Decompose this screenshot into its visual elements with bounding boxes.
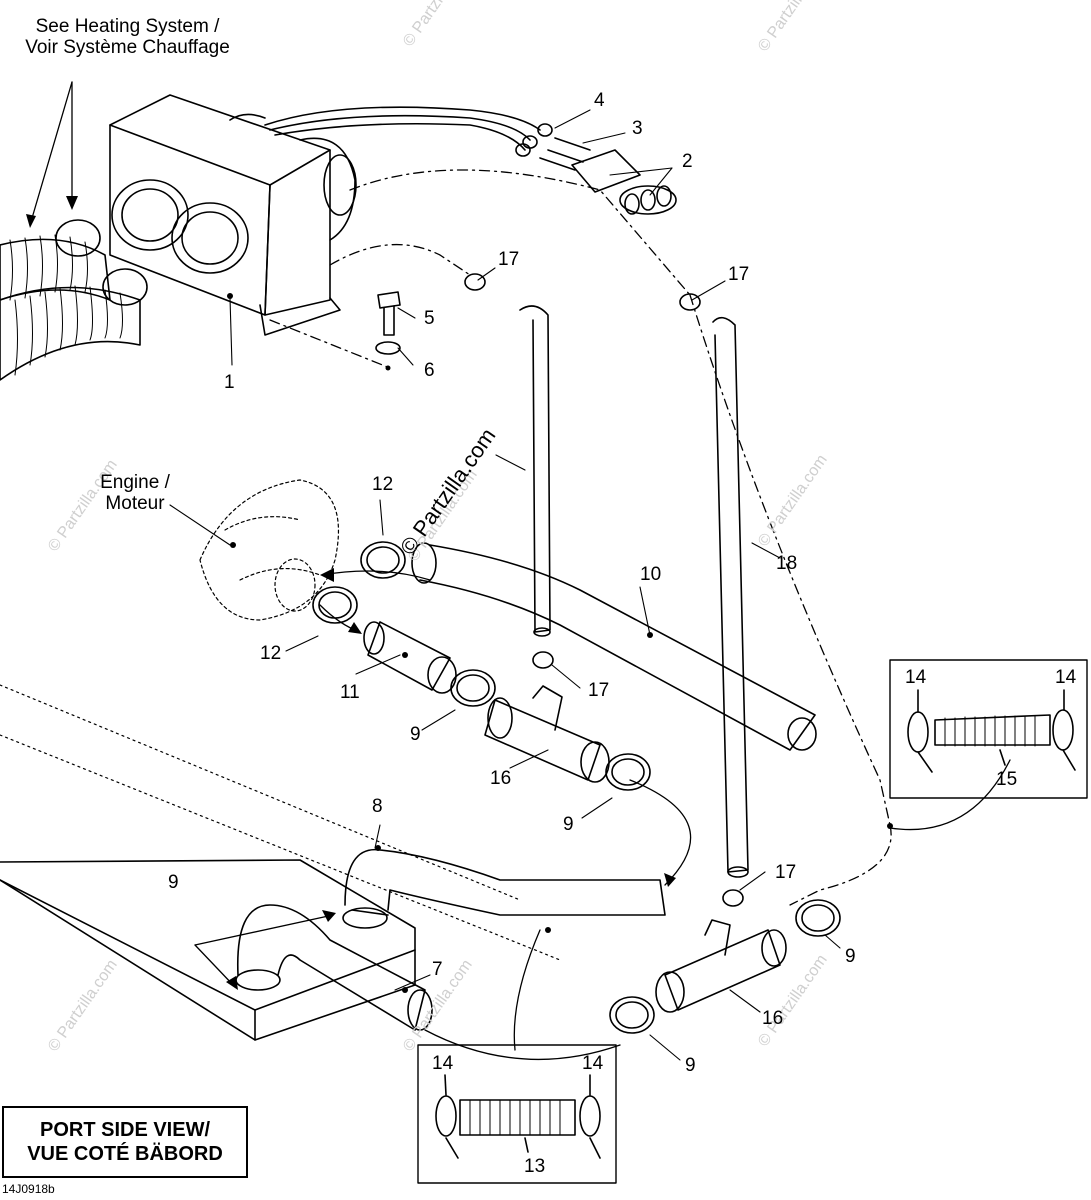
hose-short (519, 305, 551, 637)
inset-box-15 (889, 659, 1088, 799)
engine-outline (199, 479, 339, 621)
callout-12: 12 (260, 643, 282, 664)
callout-9: 9 (410, 724, 421, 745)
heating-ducts (0, 219, 148, 381)
bolt-washer (375, 291, 401, 355)
deck-platform (0, 859, 416, 1041)
callout-17: 17 (728, 264, 750, 285)
callout-17: 17 (498, 249, 520, 270)
hose-7 (236, 904, 433, 1031)
heating-note-line1: See Heating System / (35, 16, 220, 37)
callout-8: 8 (372, 796, 383, 817)
hose-8 (344, 848, 666, 916)
callout-13: 13 (524, 1156, 546, 1177)
callout-16: 16 (490, 768, 512, 789)
engine-note-line1: Engine / (100, 472, 170, 493)
callout-14: 14 (1055, 667, 1077, 688)
hose-clamps (235, 273, 841, 1034)
engine-note-line2: Moteur (105, 493, 165, 514)
view-label-line1: PORT SIDE VIEW/ (39, 1119, 211, 1141)
callout-3: 3 (632, 118, 643, 139)
hose-10 (411, 542, 817, 751)
view-label-box: PORT SIDE VIEW/ VUE COTÉ BÄBORD (2, 1106, 248, 1178)
callout-1: 1 (224, 372, 235, 393)
flow-arrows (29, 81, 692, 1061)
callout-14: 14 (432, 1053, 454, 1074)
callout-6: 6 (424, 360, 435, 381)
callout-15: 15 (996, 769, 1018, 790)
callout-18: 18 (776, 553, 798, 574)
view-label-line2: VUE COTÉ BÄBORD (27, 1143, 223, 1165)
connection-line-15 (889, 759, 1011, 831)
callout-12: 12 (372, 474, 394, 495)
callout-11: 11 (340, 682, 360, 703)
heater-unit (109, 94, 357, 336)
callout-14: 14 (582, 1053, 604, 1074)
diagram-code: 14J0918b (2, 1182, 55, 1196)
inset-box-13 (417, 1044, 617, 1184)
callout-9: 9 (685, 1055, 696, 1076)
routing-lines (269, 169, 892, 906)
engine-note: Engine / Moteur (85, 472, 185, 514)
callout-10: 10 (640, 564, 662, 585)
wire-harness (264, 106, 677, 215)
hose-18 (712, 316, 749, 878)
leader-lines (169, 109, 841, 1061)
connection-dots (227, 293, 893, 993)
callout-17: 17 (588, 680, 610, 701)
callout-4: 4 (594, 90, 605, 111)
callout-16: 16 (762, 1008, 784, 1029)
deck-outline (0, 684, 561, 961)
hose-11 (363, 621, 457, 694)
callout-9: 9 (845, 946, 856, 967)
callout-5: 5 (424, 308, 435, 329)
callout-17: 17 (775, 862, 797, 883)
tee-fitting-lower (655, 919, 787, 1013)
heating-system-note: See Heating System / Voir Système Chauff… (0, 16, 255, 58)
callout-9: 9 (563, 814, 574, 835)
callout-2: 2 (682, 151, 693, 172)
callout-9: 9 (168, 872, 179, 893)
callout-7: 7 (432, 959, 443, 980)
callout-14: 14 (905, 667, 927, 688)
heating-note-line2: Voir Système Chauffage (25, 37, 230, 58)
